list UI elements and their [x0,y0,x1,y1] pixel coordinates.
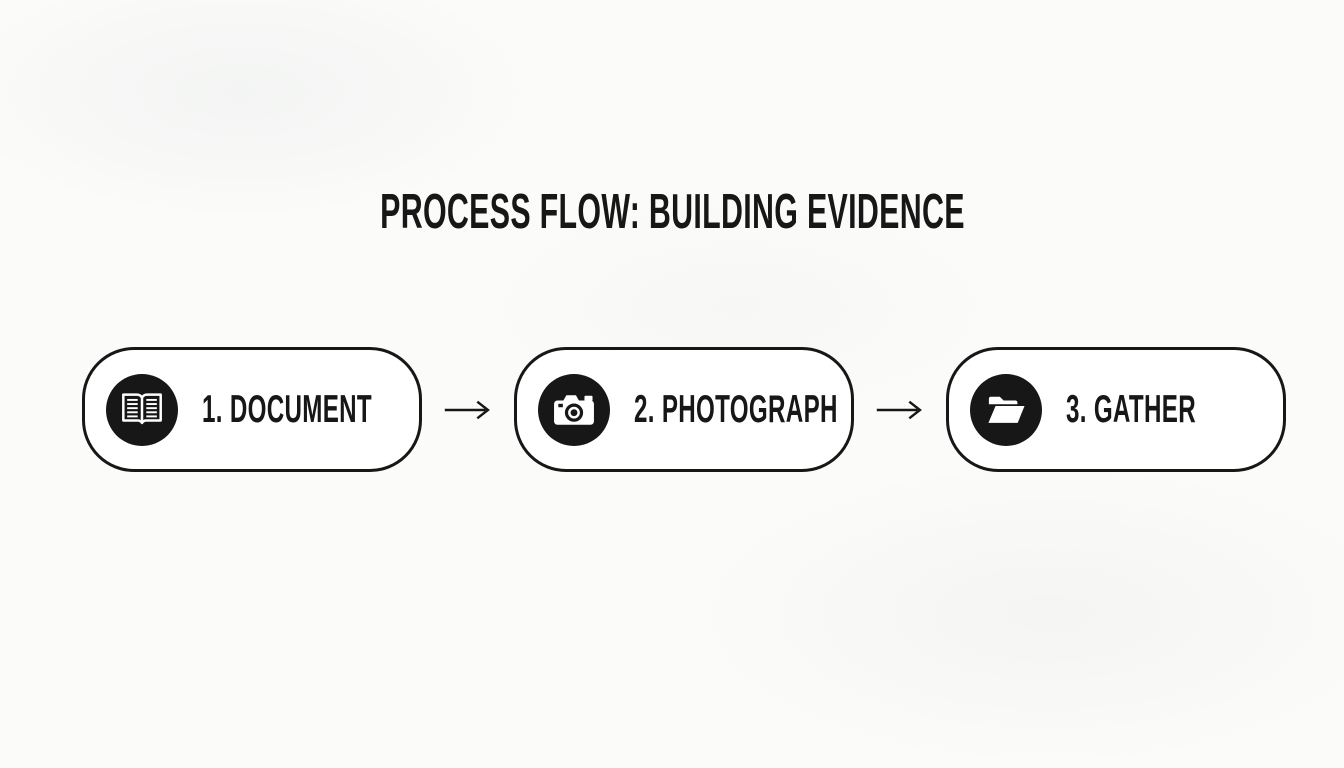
folder-open-icon [970,373,1042,446]
step-photograph: 2. PHOTOGRAPH [514,347,854,472]
open-book-icon [106,373,178,446]
step-document: 1. DOCUMENT [82,347,422,472]
diagram-title: PROCESS FLOW: BUILDING EVIDENCE [0,186,1344,238]
camera-icon [538,373,610,446]
step-label-photograph: 2. PHOTOGRAPH [634,387,838,431]
flow-row: 1. DOCUMENT [82,347,1286,472]
step-gather: 3. GATHER [946,347,1286,472]
arrow-right-icon [442,397,494,423]
diagram-title-text: PROCESS FLOW: BUILDING EVIDENCE [379,185,965,239]
step-label-document: 1. DOCUMENT [202,387,372,431]
step-label-gather: 3. GATHER [1066,387,1196,431]
arrow-right-icon [874,397,926,423]
